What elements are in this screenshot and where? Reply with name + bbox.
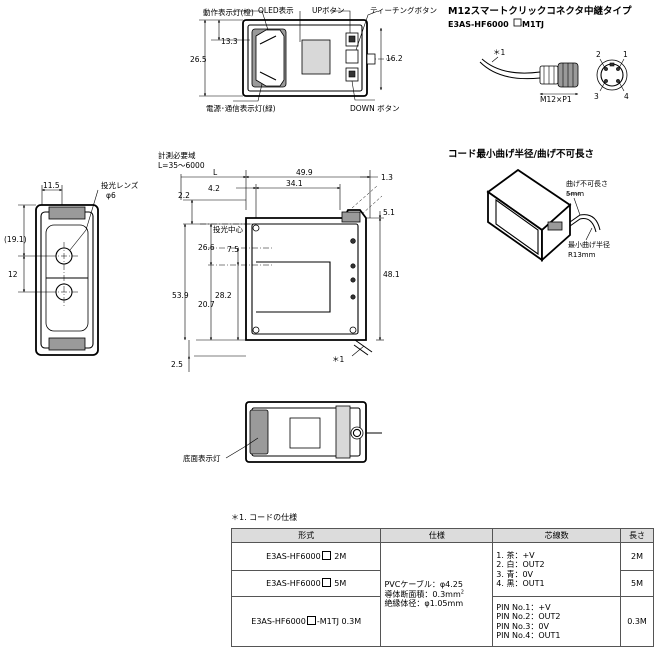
label-action-led: 動作表示灯(橙) [203, 7, 254, 17]
dim-12: 12 [8, 270, 18, 279]
dim-7-5: 7.5 [227, 245, 239, 254]
connector-model: E3AS-HF6000-M1TJ [448, 20, 544, 29]
label-range: L=35～6000 [158, 161, 205, 170]
model-5m: E3AS-HF6000 5M [230, 570, 382, 597]
pin-1: 1 [623, 50, 628, 59]
header-cores: 芯線数 [492, 528, 621, 543]
pin-3: 3 [594, 92, 599, 101]
dim-11-5: 11.5 [43, 181, 60, 190]
bottom-view [225, 401, 382, 463]
dim-49-9: 49.9 [296, 168, 313, 177]
pin-2: 2 [596, 50, 601, 59]
length-2m: 2M [620, 542, 654, 571]
connector-title: M12スマートクリックコネクタ中継タイプ [448, 5, 632, 17]
cord-spec-note: ＊1. コードの仕様 [231, 513, 298, 522]
label-no-bend-length: 曲げ不可長さ [566, 179, 608, 188]
cord-spec-cell: PVCケーブル：φ4.25 導体断面積：0.3mm2 絶縁体径：φ1.05mm [380, 542, 494, 647]
cores-list-a: 1. 茶：+V 2. 白：OUT2 3. 青：0V 4. 黒：OUT1 [492, 542, 621, 597]
pin-4: 4 [624, 92, 629, 101]
dim-2-2: 2.2 [178, 191, 190, 200]
dim-4-2: 4.2 [208, 184, 220, 193]
dim-19-1: (19.1) [4, 235, 27, 244]
dim-1-3: 1.3 [381, 173, 393, 182]
val-no-bend-length: 5mm [566, 190, 584, 198]
dim-13-3: 13.3 [221, 37, 238, 46]
label-oled: OLED表示 [258, 5, 294, 15]
bend-title: コード最小曲げ半径/曲げ不可長さ [448, 148, 594, 160]
header-length: 長さ [620, 528, 654, 543]
side-note-mark: ＊1 [332, 355, 344, 364]
dim-28-2: 28.2 [215, 291, 232, 300]
val-bend-radius: R13mm [568, 251, 596, 259]
label-teaching-button: ティーチングボタン [370, 5, 437, 15]
label-power-led: 電源･通信表示灯(緑) [206, 103, 276, 113]
label-phi6: φ6 [106, 191, 116, 200]
label-down-button: DOWN ボタン [350, 104, 400, 113]
dim-16-2: 16.2 [386, 54, 403, 63]
top-view [199, 10, 392, 102]
dim-48-1: 48.1 [383, 270, 400, 279]
bend-drawing [486, 168, 601, 263]
length-03m: 0.3M [620, 596, 654, 647]
header-spec: 仕様 [380, 528, 494, 543]
front-view [18, 185, 99, 356]
bottom-led [335, 405, 351, 459]
dim-20-7: 20.7 [198, 300, 215, 309]
side-view [180, 170, 384, 372]
model-m1tj: E3AS-HF6000-M1TJ 0.3M [230, 596, 382, 647]
dim-26-6: 26.6 [198, 243, 215, 252]
thread-label: M12×P1 [540, 95, 572, 104]
cord-spec-table: 形式 仕様 芯線数 長さ E3AS-HF6000 2M PVCケーブル：φ4.2… [230, 528, 654, 647]
connector-note-mark: ＊1 [493, 48, 505, 57]
dim-2-5: 2.5 [171, 360, 183, 369]
dim-L: L [213, 168, 218, 177]
label-min-bend-radius: 最小曲げ半径 [568, 240, 610, 249]
teaching-button [345, 49, 359, 64]
label-up-button: UPボタン [312, 6, 345, 15]
dim-5-1: 5.1 [383, 208, 395, 217]
dim-26-5: 26.5 [190, 55, 207, 64]
oled-display [301, 39, 331, 75]
label-projection-center: 投光中心 [213, 224, 243, 234]
dim-34-1: 34.1 [286, 179, 303, 188]
model-2m: E3AS-HF6000 2M [230, 542, 382, 571]
label-bottom-led: 底面表示灯 [183, 453, 221, 463]
length-5m: 5M [620, 570, 654, 597]
label-measure-area: 計測必要域 [158, 150, 196, 160]
header-model: 形式 [230, 528, 382, 543]
dim-53-9: 53.9 [172, 291, 189, 300]
label-lens: 投光レンズ [101, 180, 139, 190]
connector-drawing [479, 56, 628, 96]
cores-list-b: PIN No.1：+V PIN No.2：OUT2 PIN No.3：0V PI… [492, 596, 621, 647]
